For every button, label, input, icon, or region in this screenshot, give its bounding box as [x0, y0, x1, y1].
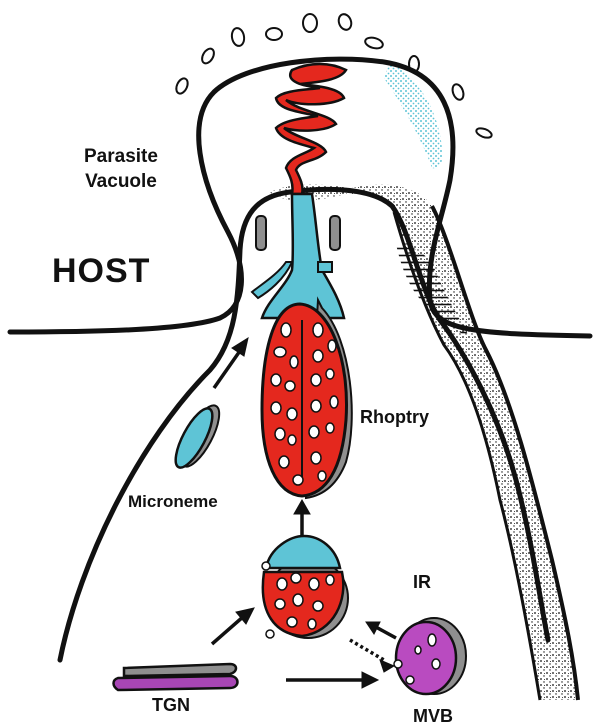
label-microneme: Microneme: [128, 492, 218, 512]
label-parasite-vacuole-line1: Parasite: [84, 144, 158, 169]
vacuole-blue-stipple: [384, 62, 443, 168]
trans-golgi-network: [114, 664, 238, 690]
label-ir: IR: [413, 572, 431, 593]
label-tgn: TGN: [152, 695, 190, 716]
multivesicular-body: [394, 618, 466, 694]
rhoptry-neck: [262, 194, 344, 318]
label-parasite-vacuole-line2: Vacuole: [84, 169, 158, 194]
label-mvb: MVB: [413, 706, 453, 725]
label-rhoptry: Rhoptry: [360, 407, 429, 428]
label-host: HOST: [52, 252, 150, 291]
label-parasite-vacuole: Parasite Vacuole: [84, 144, 158, 194]
rhoptry-neck-nub: [318, 262, 332, 272]
secreted-rhoptry-protein: [276, 64, 346, 194]
microneme: [169, 400, 227, 472]
immature-rhoptry: [262, 536, 348, 638]
